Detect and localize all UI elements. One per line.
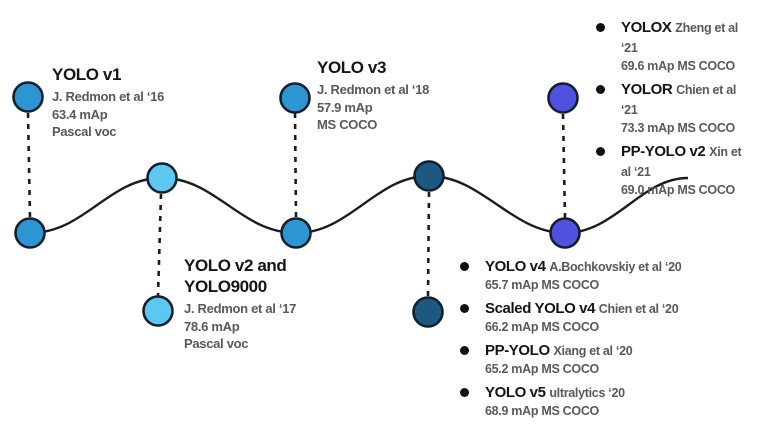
model-name: YOLO v4	[485, 258, 546, 275]
connector-v5-group	[561, 113, 567, 219]
milestone-title-line1: YOLO v2 and	[184, 256, 287, 275]
node-2021-label	[547, 82, 579, 114]
model-name: YOLO v5	[485, 384, 546, 401]
model-name: PP-YOLO	[485, 342, 550, 359]
milestone-title: YOLO v1	[52, 65, 122, 84]
milestone-map: 57.9 mAp	[317, 99, 373, 115]
model-author: ultralytics ‘20	[549, 386, 625, 400]
list-2021-models: YOLOX Zheng et al ‘21 69.6 mAp MS COCO Y…	[596, 18, 748, 204]
connector-v1	[26, 112, 32, 219]
milestone-title-line2: YOLO9000	[184, 277, 267, 296]
model-author: A.Bochkovskiy et al ‘20	[549, 260, 682, 274]
model-detail: 65.2 mAp MS COCO	[485, 362, 599, 376]
milestone-dataset: Pascal voc	[52, 124, 117, 139]
list-2020-models: YOLO v4 A.Bochkovskiy et al ‘20 65.7 mAp…	[460, 257, 732, 425]
bullet-icon	[596, 85, 605, 94]
model-name: YOLOR	[621, 81, 673, 98]
milestone-yolo-v2: YOLO v2 and YOLO9000 J. Redmon et al ‘17…	[184, 255, 334, 353]
model-author: Xin et al ‘21	[621, 145, 742, 179]
bullet-icon	[596, 23, 605, 32]
node-2020-wave	[413, 160, 445, 192]
model-name-line: YOLO v4 A.Bochkovskiy et al ‘20	[485, 257, 682, 277]
milestone-author: J. Redmon et al ‘18	[317, 82, 430, 97]
connector-v2	[156, 193, 163, 297]
milestone-author: J. Redmon et al ‘16	[52, 89, 165, 104]
model-author: Zheng et al ‘21	[621, 21, 738, 55]
node-v1-label	[12, 81, 44, 113]
timeline-wave-line	[29, 174, 689, 235]
bullet-icon	[460, 304, 469, 313]
connector-v4-group	[426, 191, 431, 298]
milestone-map: 78.6 mAp	[184, 318, 240, 334]
bullet-icon	[460, 388, 469, 397]
list-item-yolo-v4: YOLO v4 A.Bochkovskiy et al ‘20 65.7 mAp…	[460, 257, 732, 294]
list-item-yolor: YOLOR Chien et al ‘21 73.3 mAp MS COCO	[596, 80, 748, 137]
milestone-map: 63.4 mAp	[52, 106, 108, 122]
model-detail: 65.7 mAp MS COCO	[485, 278, 599, 292]
node-2021-wave	[549, 217, 581, 249]
milestone-yolo-v1: YOLO v1 J. Redmon et al ‘16 63.4 mAp Pas…	[52, 64, 202, 141]
node-v3-label	[279, 82, 311, 114]
model-name-line: Scaled YOLO v4 Chien et al ‘20	[485, 299, 679, 319]
milestone-title: YOLO v3	[317, 58, 387, 77]
node-2020-label	[412, 296, 444, 328]
list-item-pp-yolo-v2: PP-YOLO v2 Xin et al ‘21 69.0 mAp MS COC…	[596, 142, 748, 199]
model-name: YOLOX	[621, 19, 672, 36]
milestone-author: J. Redmon et al ‘17	[184, 301, 297, 316]
model-name: Scaled YOLO v4	[485, 300, 596, 317]
model-name-line: PP-YOLO Xiang et al ‘20	[485, 341, 633, 361]
bullet-icon	[596, 147, 605, 156]
model-author: Chien et al ‘21	[621, 83, 737, 117]
connector-v3	[293, 112, 298, 219]
model-author: Chien et al ‘20	[598, 302, 679, 316]
model-name-line: YOLOX Zheng et al ‘21	[621, 18, 748, 58]
node-v2-label	[142, 295, 174, 327]
list-item-yolo-v5: YOLO v5 ultralytics ‘20 68.9 mAp MS COCO	[460, 383, 732, 420]
model-detail: 73.3 mAp MS COCO	[621, 121, 735, 135]
list-item-pp-yolo: PP-YOLO Xiang et al ‘20 65.2 mAp MS COCO	[460, 341, 732, 378]
bullet-icon	[460, 262, 469, 271]
model-detail: 69.6 mAp MS COCO	[621, 59, 735, 73]
list-item-yolox: YOLOX Zheng et al ‘21 69.6 mAp MS COCO	[596, 18, 748, 75]
milestone-yolo-v3: YOLO v3 J. Redmon et al ‘18 57.9 mAp MS …	[317, 57, 467, 134]
model-detail: 69.0 mAp MS COCO	[621, 183, 735, 197]
node-v3-wave	[280, 217, 312, 249]
list-item-scaled-yolo-v4: Scaled YOLO v4 Chien et al ‘20 66.2 mAp …	[460, 299, 732, 336]
model-detail: 66.2 mAp MS COCO	[485, 320, 599, 334]
node-v1-wave	[14, 217, 46, 249]
model-detail: 68.9 mAp MS COCO	[485, 404, 599, 418]
bullet-icon	[460, 346, 469, 355]
model-author: Xiang et al ‘20	[553, 344, 633, 358]
model-name: PP-YOLO v2	[621, 143, 706, 160]
node-v2-wave	[146, 162, 178, 194]
model-name-line: PP-YOLO v2 Xin et al ‘21	[621, 142, 748, 182]
model-name-line: YOLOR Chien et al ‘21	[621, 80, 748, 120]
milestone-dataset: MS COCO	[317, 117, 378, 132]
milestone-dataset: Pascal voc	[184, 336, 249, 351]
model-name-line: YOLO v5 ultralytics ‘20	[485, 383, 625, 403]
